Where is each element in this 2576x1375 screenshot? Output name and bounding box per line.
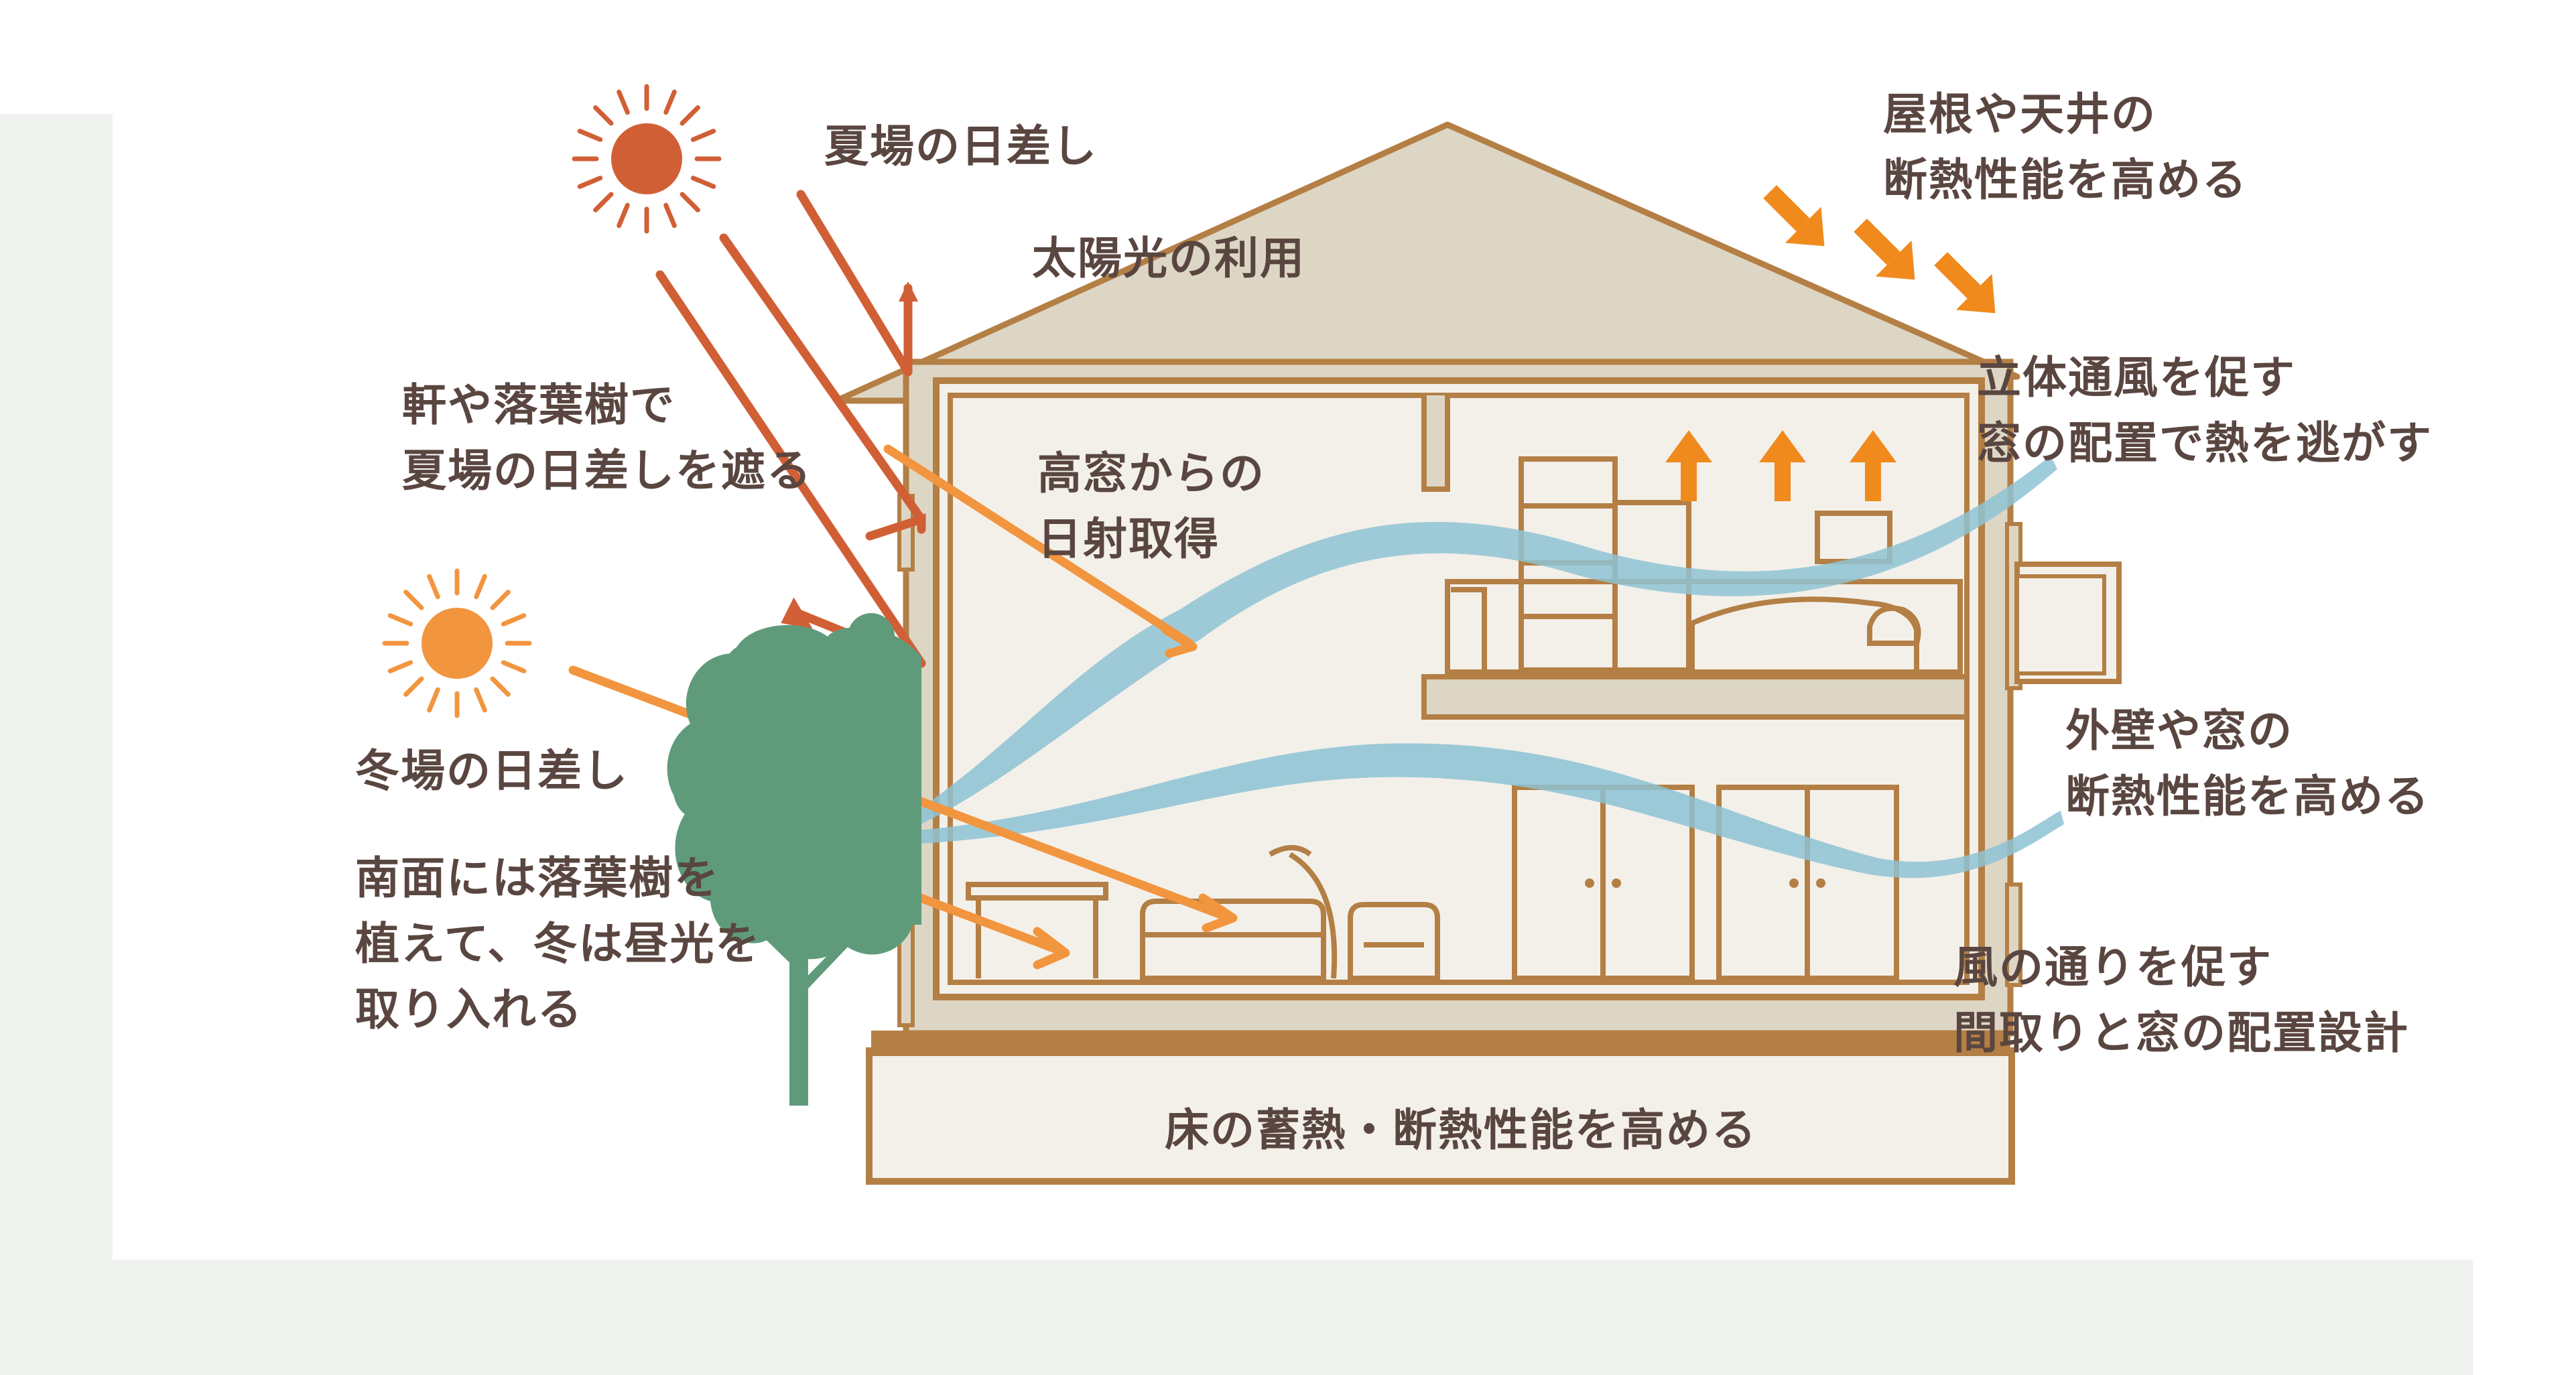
bed-pillow xyxy=(1867,605,1921,646)
sun-ray xyxy=(474,687,487,713)
south-tree-line2: 植えて、冬は昼光を xyxy=(355,918,761,970)
sun-ray xyxy=(577,176,603,189)
sun-ray xyxy=(690,129,716,142)
high-window-line2: 日射取得 xyxy=(1037,513,1220,565)
roof-insulation-label: 屋根や天井の 断熱性能を高める xyxy=(1883,82,2248,213)
sun-ray xyxy=(617,89,630,115)
loft-balcony xyxy=(1445,579,1963,675)
high-window-label: 高窓からの 日射取得 xyxy=(1037,441,1265,572)
wind-flow-icon xyxy=(891,456,2064,878)
wall-insulation-line2: 断熱性能を高める xyxy=(2065,771,2430,822)
sun-ray xyxy=(474,574,487,600)
bed xyxy=(1689,596,1919,670)
south-tree-label: 南面には落葉樹を 植えて、冬は昼光を 取り入れる xyxy=(355,846,761,1043)
sun-ray xyxy=(490,676,511,697)
wall-insulation-line1: 外壁や窓の xyxy=(2065,705,2293,757)
winter-sun-label: 冬場の日差し xyxy=(355,745,629,797)
stool xyxy=(1451,587,1487,670)
cross-ventilation-line2: 窓の配置で熱を逃がす xyxy=(1977,417,2433,469)
cross-ventilation-label: 立体通風を促す 窓の配置で熱を逃がす xyxy=(1977,345,2433,476)
roof-insulation-line1: 屋根や天井の xyxy=(1883,88,2156,140)
desk xyxy=(966,882,1108,978)
wall-insulation-label: 外壁や窓の 断熱性能を高める xyxy=(2065,698,2430,830)
sun-ray xyxy=(663,89,677,115)
winter-sun-icon xyxy=(382,568,532,718)
sun-ray xyxy=(427,574,440,600)
tree-icon xyxy=(667,613,921,1106)
sun-ray xyxy=(387,613,413,627)
roof-insulation-line2: 断熱性能を高める xyxy=(1883,154,2248,206)
window-bump-right-lower xyxy=(2005,882,2022,987)
south-tree-line1: 南面には落葉樹を xyxy=(355,852,720,904)
sun-ray xyxy=(690,176,716,189)
floor-plan-line1: 風の通りを促す xyxy=(1953,941,2272,993)
sun-ray xyxy=(490,590,511,610)
side-porch-inner xyxy=(2015,574,2106,675)
ground-furniture xyxy=(966,785,1899,981)
eaves-tree-line2: 夏場の日差しを遮る xyxy=(402,445,812,497)
floor-plan-line2: 間取りと窓の配置設計 xyxy=(1953,1007,2409,1059)
sofa xyxy=(1140,899,1326,981)
summer-sun-label: 夏場の日差し xyxy=(824,121,1098,172)
loft-floor xyxy=(1421,674,1970,720)
armchair xyxy=(1348,902,1440,981)
sun-ray xyxy=(593,105,614,126)
sun-ray xyxy=(387,660,413,673)
cross-ventilation-line1: 立体通風を促す xyxy=(1977,352,2296,403)
high-window-line1: 高窓からの xyxy=(1037,448,1265,499)
sun-ray xyxy=(680,105,700,126)
floor-lamp xyxy=(1269,845,1338,979)
sun-ray xyxy=(663,202,677,228)
south-tree-line3: 取り入れる xyxy=(355,984,583,1035)
heat-up-arrow-icon xyxy=(1665,430,1896,501)
floor-insulation-label: 床の蓄熱・断熱性能を高める xyxy=(1165,1104,1757,1156)
sun-ray xyxy=(593,192,614,212)
sun-ray xyxy=(403,676,424,697)
sun-ray xyxy=(577,129,603,142)
sun-ray xyxy=(501,660,527,673)
solar-use-label: 太陽光の利用 xyxy=(1032,233,1305,284)
roof-down-arrow-icon xyxy=(1763,185,1996,314)
loft-partition xyxy=(1421,395,1450,492)
sun-ray xyxy=(617,202,630,228)
eaves-tree-label: 軒や落葉樹で 夏場の日差しを遮る xyxy=(402,373,812,504)
eaves-tree-line1: 軒や落葉樹で xyxy=(402,379,675,431)
floor-plan-label: 風の通りを促す 間取りと窓の配置設計 xyxy=(1953,935,2409,1066)
sun-ray xyxy=(403,590,424,610)
summer-sun-icon xyxy=(572,84,722,234)
sun-ray xyxy=(680,192,700,212)
sun-ray xyxy=(427,687,440,713)
sun-ray xyxy=(501,613,527,627)
